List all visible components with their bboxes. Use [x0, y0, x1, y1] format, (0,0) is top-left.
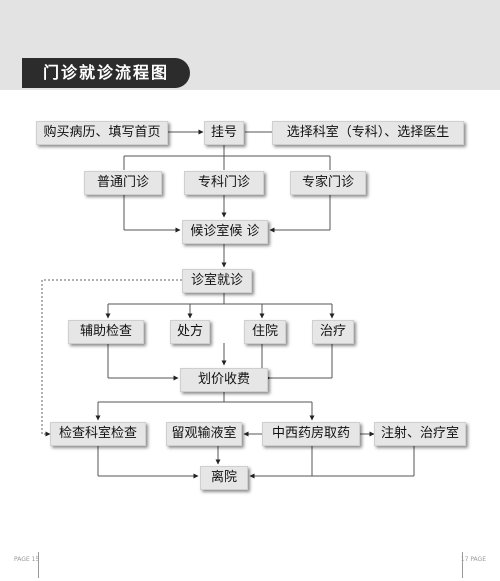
- node-prescription: 处方: [170, 320, 210, 344]
- node-billing: 划价收费: [180, 368, 268, 392]
- footer-tick-right: [462, 552, 463, 578]
- node-hospitalization: 住院: [244, 320, 286, 344]
- node-discharge: 离院: [200, 466, 248, 490]
- node-general-clinic: 普通门诊: [84, 171, 162, 195]
- node-expert-clinic: 专家门诊: [290, 171, 366, 195]
- page-title: 门诊就诊流程图: [22, 58, 190, 88]
- node-aux-exam: 辅助检查: [68, 320, 144, 344]
- node-specialist-clinic: 专科门诊: [184, 171, 264, 195]
- node-choose-dept: 选择科室（专科）、选择医生: [272, 121, 464, 145]
- node-consultation: 诊室就诊: [182, 269, 252, 293]
- node-exam-dept: 检查科室检查: [50, 422, 146, 446]
- node-register: 挂号: [204, 121, 244, 145]
- footer-tick-left: [38, 552, 39, 578]
- node-injection-room: 注射、治疗室: [374, 422, 466, 446]
- node-buy-record: 购买病历、填写首页: [36, 121, 168, 145]
- node-pharmacy: 中西药房取药: [262, 422, 360, 446]
- footer-page-left: PAGE 15: [14, 556, 40, 563]
- footer-page-right: 17 PAGE: [460, 556, 486, 563]
- node-waiting-room: 候诊室候 诊: [182, 220, 268, 244]
- node-treatment: 治疗: [312, 320, 354, 344]
- node-infusion-room: 留观输液室: [166, 422, 242, 446]
